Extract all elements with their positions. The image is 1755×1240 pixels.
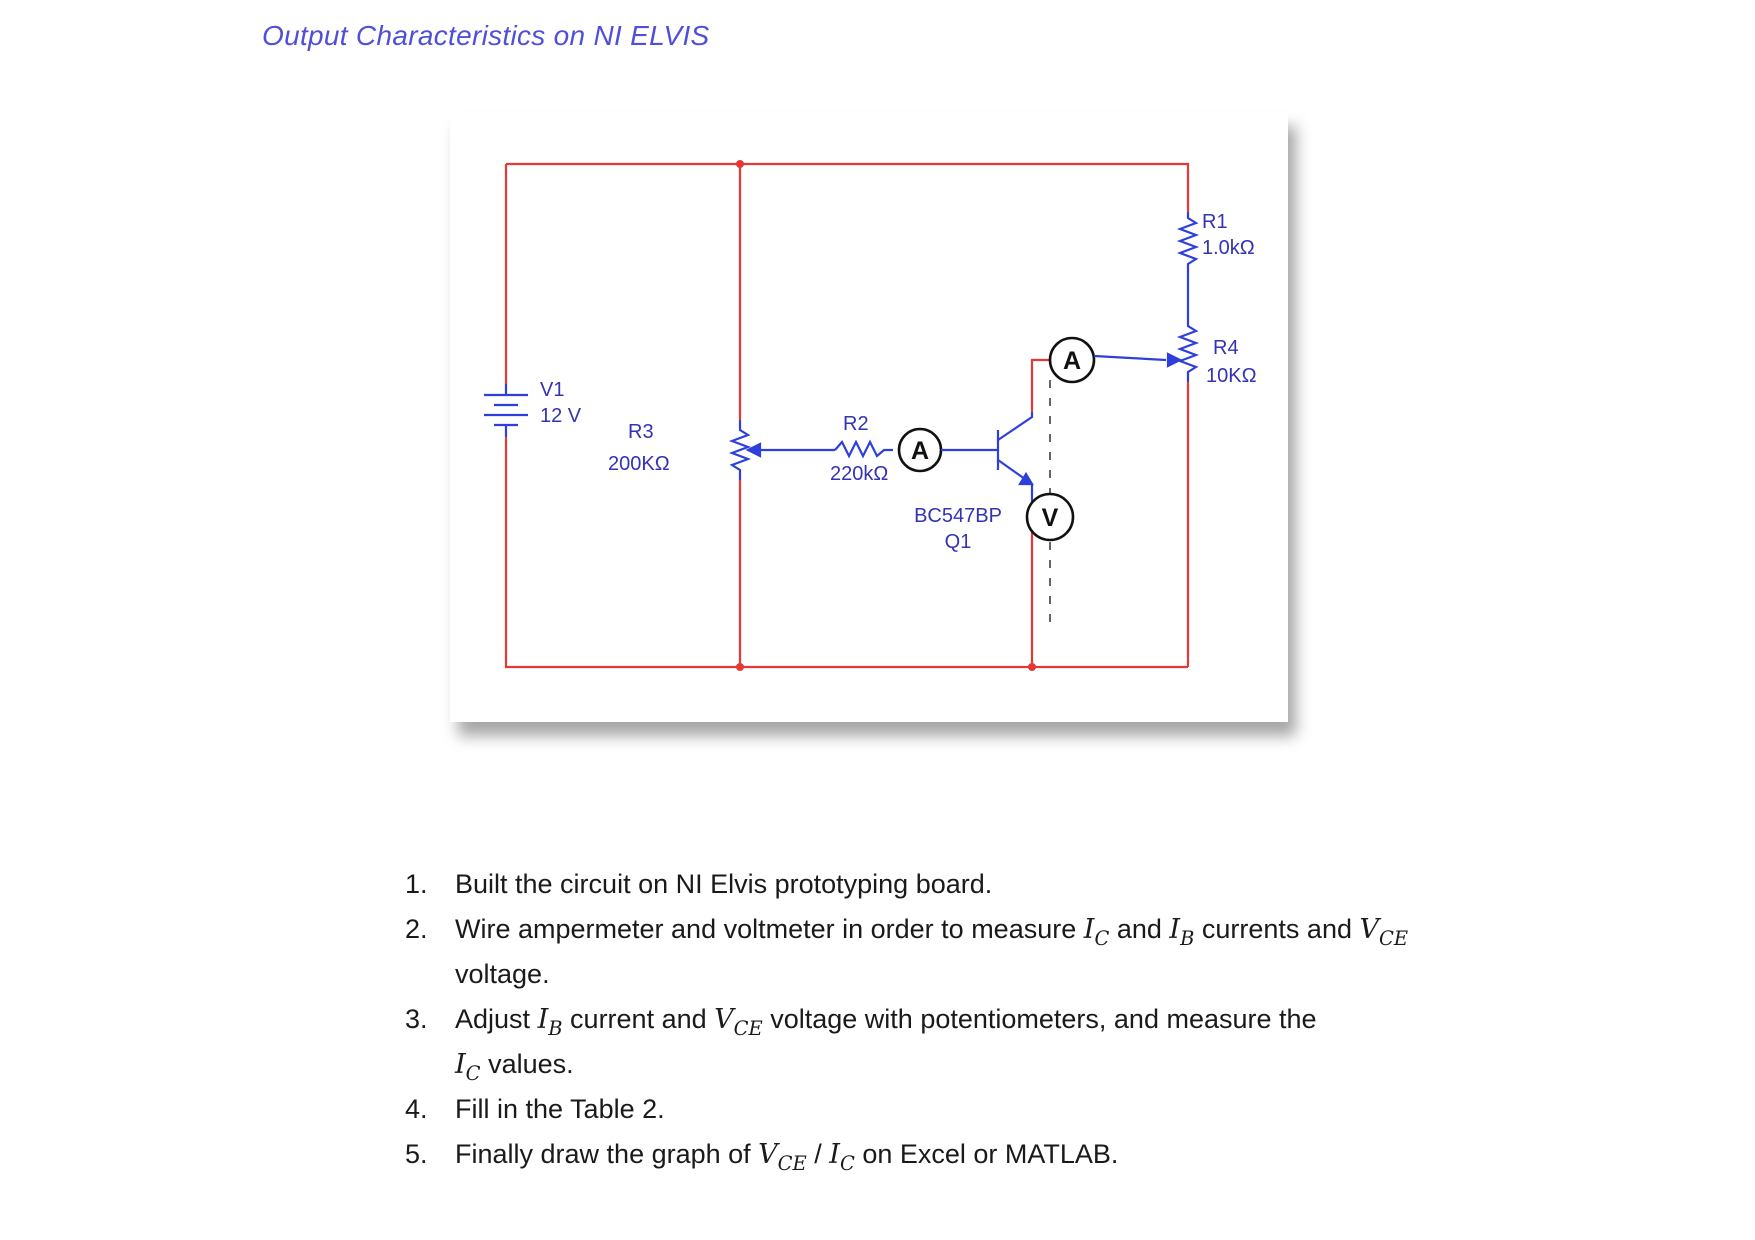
junction-bottom-left <box>736 663 744 671</box>
ammeter-collector: A <box>1048 336 1096 384</box>
math-ib: IB <box>537 1004 563 1040</box>
resistor-r1 <box>1176 212 1200 274</box>
r3-value-label: 200KΩ <box>608 453 670 475</box>
v1-value-label: 12 V <box>540 405 582 427</box>
v1-name-label: V1 <box>540 379 564 401</box>
math-ib: IB <box>1169 914 1195 950</box>
step-text: currents and <box>1201 914 1352 944</box>
potentiometer-r3 <box>728 420 800 480</box>
step-number: 1. <box>405 869 428 899</box>
step-number: 2. <box>405 914 428 944</box>
wire-top <box>506 162 1190 212</box>
resistor-r2 <box>834 439 893 459</box>
step-text: Fill in the Table 2. <box>455 1094 665 1124</box>
step-number: 5. <box>405 1139 428 1169</box>
junction-bottom-right <box>1028 663 1036 671</box>
voltmeter-symbol: V <box>1042 504 1059 532</box>
step-text: Finally draw the graph of <box>455 1139 751 1169</box>
wire-collector <box>1030 358 1050 412</box>
step-text: current and <box>570 1004 707 1034</box>
document-heading: Output Characteristics on NI ELVIS <box>262 20 710 51</box>
r4-value-label: 10KΩ <box>1206 365 1257 387</box>
step-text: Adjust <box>455 1004 531 1034</box>
math-ic: IC <box>455 1049 481 1085</box>
junction-top <box>736 160 744 168</box>
procedure-steps: 1. Built the circuit on NI Elvis prototy… <box>405 862 1555 1177</box>
circuit-figure: V1 12 V R3 200KΩ R2 220kΩ A <box>450 112 1288 722</box>
transistor-q1 <box>996 412 1034 520</box>
list-item: 4. Fill in the Table 2. <box>405 1087 1555 1132</box>
math-slash: / <box>814 1139 822 1169</box>
circuit-schematic: V1 12 V R3 200KΩ R2 220kΩ A <box>484 160 1257 671</box>
potentiometer-r4 <box>1166 274 1200 382</box>
math-vce: VCE <box>758 1139 807 1175</box>
step-text: voltage. <box>455 959 550 989</box>
r2-value-label: 220kΩ <box>830 463 888 485</box>
step-text: voltage with potentiometers, and measure… <box>770 1004 1317 1034</box>
step-text: on Excel or MATLAB. <box>862 1139 1119 1169</box>
step-text: Wire ampermeter and voltmeter in order t… <box>455 914 1077 944</box>
wire-ammeter-r4 <box>1093 354 1167 362</box>
ammeter-base-symbol: A <box>911 437 929 465</box>
r2-name-label: R2 <box>843 413 869 435</box>
list-item: 3. Adjust IB current and VCE voltage wit… <box>405 997 1555 1087</box>
step-text: Built the circuit on NI Elvis prototypin… <box>455 869 993 899</box>
junctions <box>736 160 1036 671</box>
r1-value-label: 1.0kΩ <box>1202 237 1255 259</box>
voltmeter-vce: V <box>1025 380 1075 622</box>
ammeter-base: A <box>897 427 943 473</box>
math-vce: VCE <box>714 1004 763 1040</box>
q1-model-label: BC547BP <box>914 505 1002 527</box>
circuit-wires <box>504 162 1190 669</box>
math-ic: IC <box>1083 914 1110 950</box>
list-item: 2. Wire ampermeter and voltmeter in orde… <box>405 907 1555 997</box>
wire-left-bottom <box>504 437 1188 669</box>
step-text: and <box>1116 914 1162 944</box>
math-ic: IC <box>829 1139 855 1175</box>
r3-name-label: R3 <box>628 421 654 443</box>
list-item: 5. Finally draw the graph of VCE / IC on… <box>405 1132 1555 1177</box>
step-number: 4. <box>405 1094 428 1124</box>
step-number: 3. <box>405 1004 428 1034</box>
r4-name-label: R4 <box>1213 337 1239 359</box>
battery-v1 <box>484 384 528 437</box>
ammeter-collector-symbol: A <box>1063 347 1081 375</box>
r1-name-label: R1 <box>1202 211 1228 233</box>
step-text: values. <box>488 1049 574 1079</box>
math-vce: VCE <box>1359 914 1409 950</box>
q1-name-label: Q1 <box>945 531 972 553</box>
list-item: 1. Built the circuit on NI Elvis prototy… <box>405 862 1555 907</box>
